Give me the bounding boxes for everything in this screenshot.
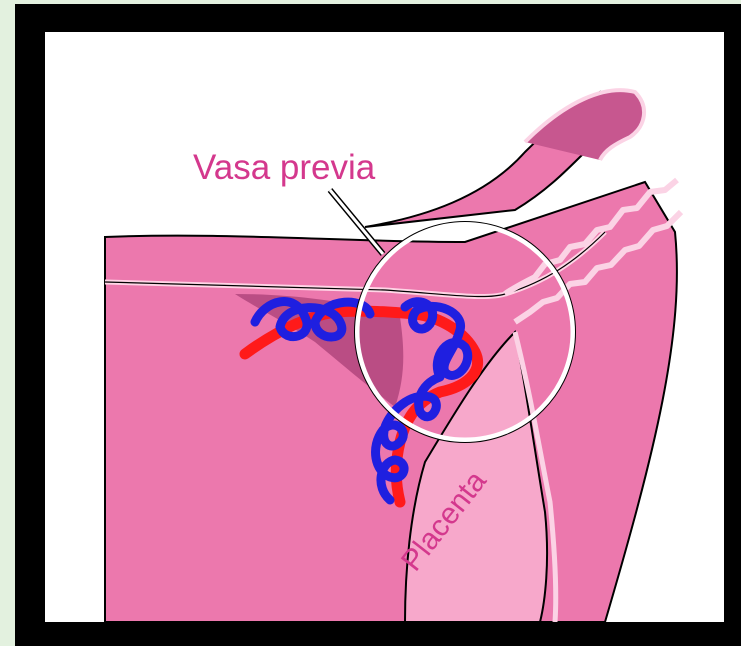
diagram-canvas: Vasa previa Placenta: [45, 32, 724, 622]
vasa-previa-label: Vasa previa: [193, 148, 375, 188]
vasa-previa-illustration: [45, 32, 724, 622]
